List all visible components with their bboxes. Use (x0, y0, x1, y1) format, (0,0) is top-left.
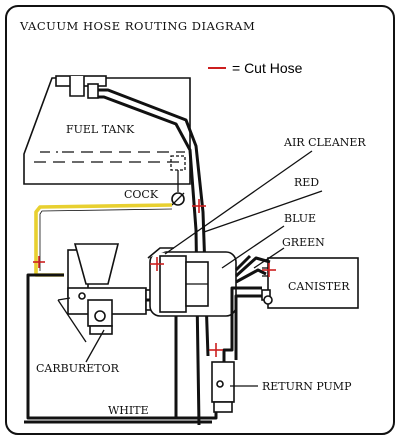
cut-mark-carb-left (33, 256, 45, 268)
return-pump-label: RETURN PUMP (262, 380, 352, 393)
green-leader (253, 247, 285, 269)
fuel-line-outline (39, 208, 173, 271)
red-leader (203, 190, 323, 233)
diagram-title: VACUUM HOSE ROUTING DIAGRAM (19, 19, 255, 33)
blue-label: BLUE (284, 212, 316, 225)
cut-hose-legend-text: = Cut Hose (232, 60, 303, 76)
air-cleaner (147, 247, 237, 317)
canister-return-hose (222, 286, 262, 362)
canister-vent-hose (234, 294, 262, 360)
red-hose (234, 254, 252, 272)
cut-mark-return-pump (209, 343, 223, 357)
diagram-frame (5, 5, 395, 435)
carburetor-label: CARBURETOR (36, 362, 120, 375)
cut-mark-green (262, 263, 276, 277)
white-label: WHITE (108, 404, 149, 417)
cut-marks (33, 199, 276, 357)
cock-label: COCK (124, 188, 159, 201)
tank-vent-hose-a (98, 88, 210, 357)
canister (261, 257, 359, 309)
carburetor-leader (85, 329, 105, 363)
cut-mark-tank-vent (192, 199, 206, 213)
red-label: RED (294, 176, 319, 189)
canister-label: CANISTER (288, 280, 350, 293)
return-pump (211, 361, 258, 413)
cut-mark-air-cleaner (150, 257, 164, 271)
air-cleaner-label: AIR CLEANER (283, 136, 366, 149)
carburetor (57, 243, 159, 343)
fuel-tank-label: FUEL TANK (66, 123, 135, 136)
green-label: GREEN (282, 236, 325, 249)
fuel-cock (171, 170, 185, 206)
blue-leader (221, 225, 285, 269)
carb-left-hose (26, 273, 218, 420)
green-hose (235, 268, 267, 284)
air-cleaner-leader (164, 150, 313, 255)
